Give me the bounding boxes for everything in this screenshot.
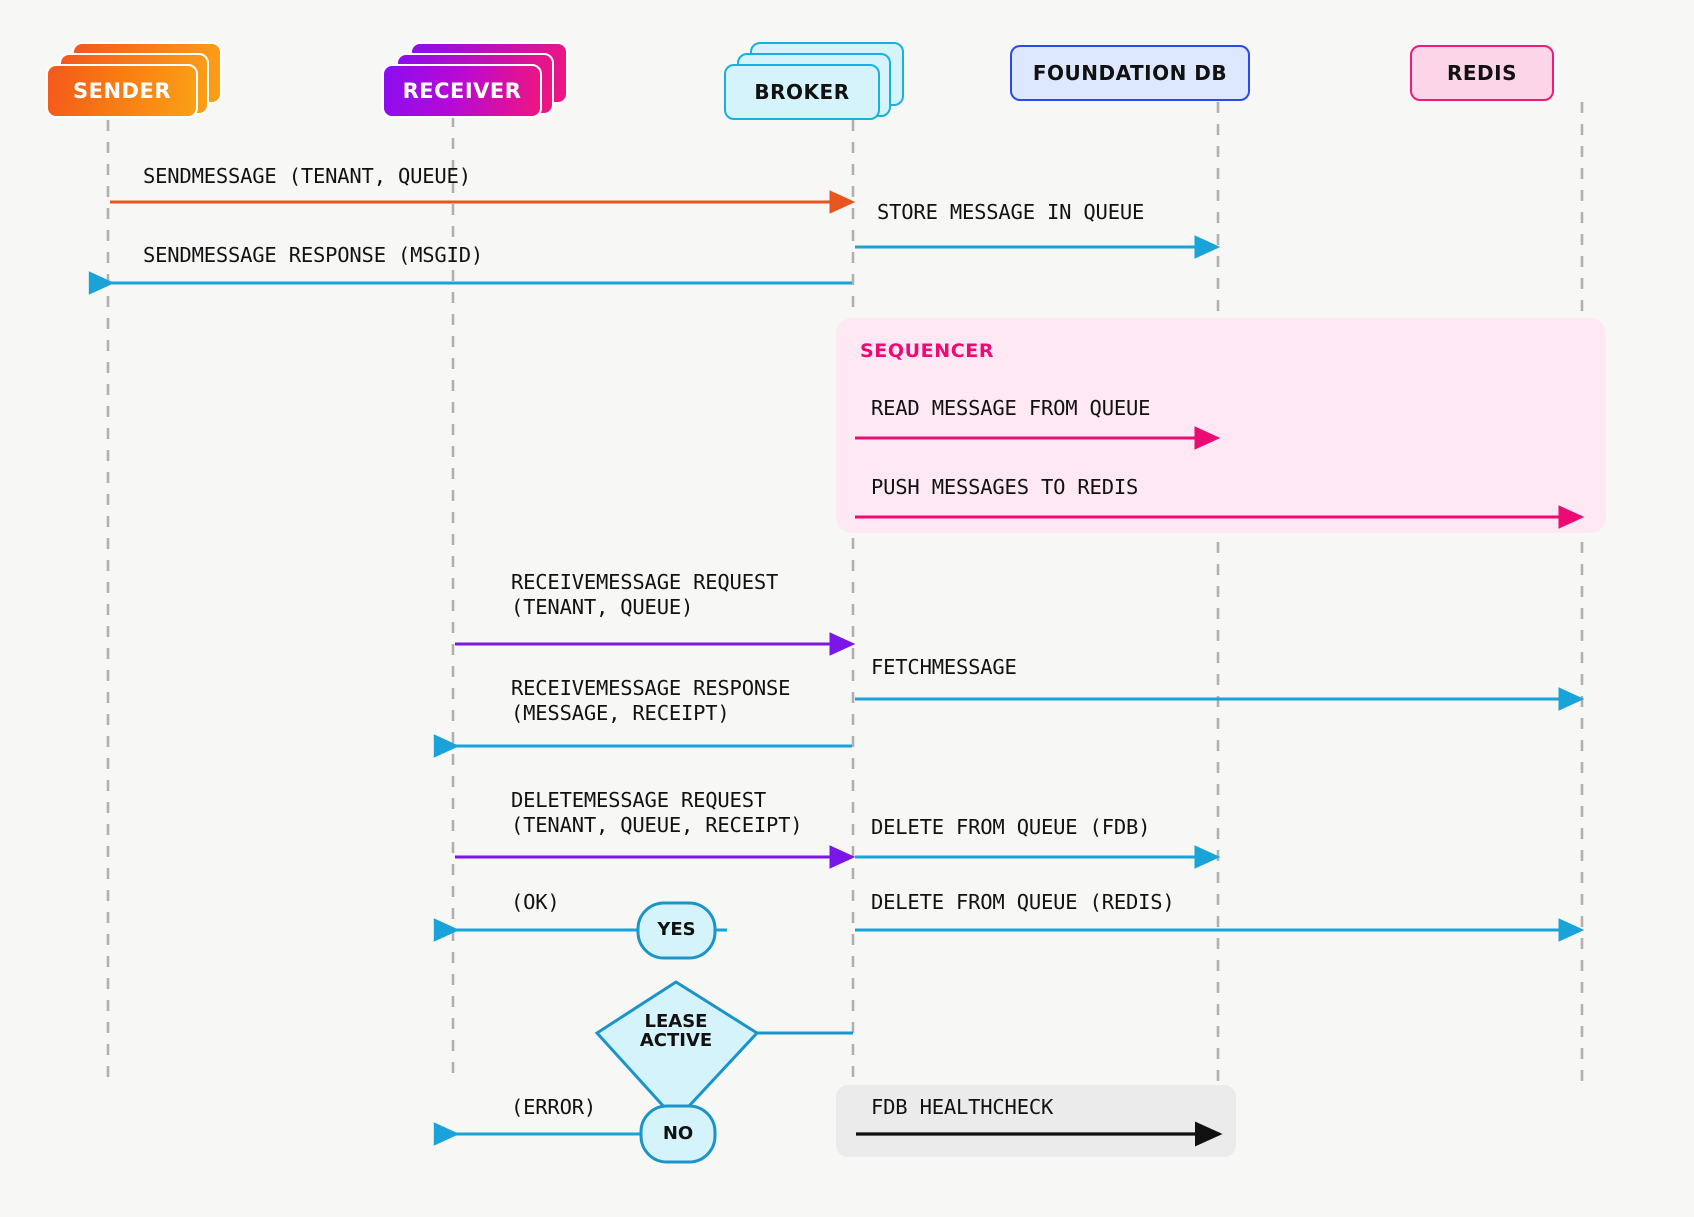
group-label-sequencer: SEQUENCER <box>860 340 995 362</box>
message-label-fetchmessage: FETCHMESSAGE <box>871 655 1017 679</box>
foundation-db-label: FOUNDATION DB <box>1032 61 1228 85</box>
no-decision-node[interactable] <box>639 1104 717 1164</box>
message-label-receivemessage-response: RECEIVEMESSAGE RESPONSE (MESSAGE, RECEIP… <box>511 676 791 725</box>
message-label-push-messages-to-redis: PUSH MESSAGES TO REDIS <box>871 475 1139 499</box>
message-label-store-message-in-queue: STORE MESSAGE IN QUEUE <box>877 200 1145 224</box>
participant-sender[interactable]: SENDER <box>46 42 222 118</box>
participant-foundation-db[interactable]: FOUNDATION DB <box>1010 45 1250 101</box>
sender-card[interactable]: SENDER <box>46 64 198 118</box>
participant-redis[interactable]: REDIS <box>1410 45 1554 101</box>
message-label-fdb-healthcheck: FDB HEALTHCHECK <box>871 1095 1054 1119</box>
receiver-label: RECEIVER <box>402 79 522 103</box>
message-label-deletemessage-request: DELETEMESSAGE REQUEST (TENANT, QUEUE, RE… <box>511 788 803 837</box>
message-label-ok: (OK) <box>511 890 560 914</box>
yes-node-label: YES <box>657 919 696 940</box>
lease-active-decision-diamond[interactable] <box>594 980 760 1123</box>
message-label-delete-from-queue-fdb: DELETE FROM QUEUE (FDB) <box>871 815 1151 839</box>
receiver-card[interactable]: RECEIVER <box>382 64 542 118</box>
foundation-db-card[interactable]: FOUNDATION DB <box>1010 45 1250 101</box>
message-label-sendmessage-response: SENDMESSAGE RESPONSE (MSGID) <box>143 243 483 267</box>
message-label-receivemessage-request: RECEIVEMESSAGE REQUEST (TENANT, QUEUE) <box>511 570 779 619</box>
redis-card[interactable]: REDIS <box>1410 45 1554 101</box>
message-label-delete-from-queue-redis: DELETE FROM QUEUE (REDIS) <box>871 890 1175 914</box>
lease-active-label: LEASE ACTIVE <box>639 1011 713 1051</box>
broker-card[interactable]: BROKER <box>724 64 880 120</box>
broker-label: BROKER <box>754 80 850 104</box>
message-label-read-message-from-queue: READ MESSAGE FROM QUEUE <box>871 396 1151 420</box>
message-label-sendmessage: SENDMESSAGE (TENANT, QUEUE) <box>143 164 471 188</box>
participant-broker[interactable]: BROKER <box>724 42 906 120</box>
participant-receiver[interactable]: RECEIVER <box>382 42 568 118</box>
no-node-label: NO <box>662 1123 694 1144</box>
note-fdb-healthcheck-box <box>836 1085 1236 1157</box>
sender-label: SENDER <box>73 79 171 103</box>
yes-decision-node[interactable] <box>636 901 717 960</box>
message-label-error: (ERROR) <box>511 1095 596 1119</box>
group-sequencer-box <box>836 318 1606 533</box>
redis-label: REDIS <box>1446 61 1517 85</box>
